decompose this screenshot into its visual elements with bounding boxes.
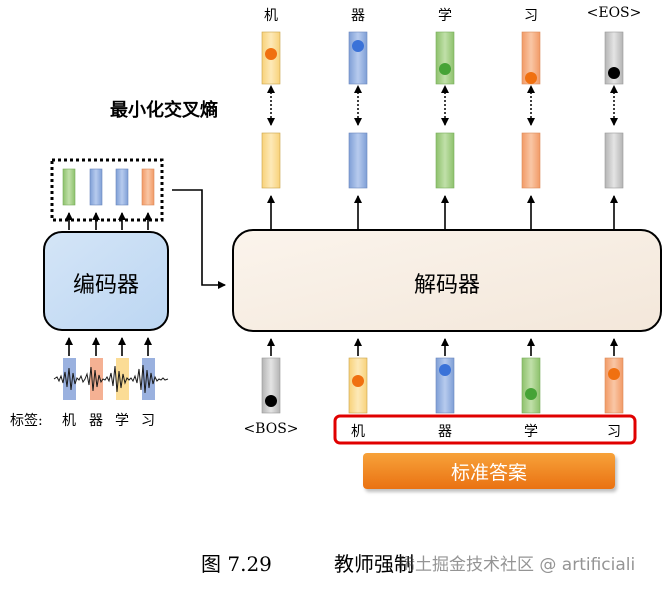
dec-out-1 xyxy=(261,132,281,189)
dec-out-3 xyxy=(435,132,455,189)
output-dot-5 xyxy=(608,67,620,79)
dec-in-bos-dot xyxy=(265,395,277,407)
output-bar-3 xyxy=(435,31,455,85)
decoder-input-label-2: 器 xyxy=(438,424,452,440)
encoder-output-vectors xyxy=(62,168,155,206)
output-distribution-bars xyxy=(261,31,624,85)
tag-3: 学 xyxy=(115,413,129,429)
decoder-box xyxy=(232,229,662,332)
tag-2: 器 xyxy=(89,413,103,429)
encoder-input-arrows xyxy=(65,337,152,356)
output-label-3: 学 xyxy=(438,8,452,24)
enc-out-4 xyxy=(141,168,155,206)
output-dot-2 xyxy=(352,40,364,52)
decoder-input-label-3: 学 xyxy=(524,424,538,440)
output-dot-4 xyxy=(525,72,537,84)
enc-out-2 xyxy=(89,168,103,206)
decoder-input-label-bos: <BOS> xyxy=(243,421,299,437)
encoder-box xyxy=(43,231,169,331)
output-dot-3 xyxy=(439,63,451,75)
dec-out-4 xyxy=(521,132,541,189)
ground-truth-highlight xyxy=(333,414,637,445)
dec-in-3 xyxy=(521,357,541,414)
enc-out-3 xyxy=(115,168,129,206)
output-label-4: 习 xyxy=(524,8,538,24)
tag-4: 习 xyxy=(141,413,155,429)
encoder-label: 编码器 xyxy=(72,273,139,298)
tag-1: 机 xyxy=(62,413,76,429)
dec-in-3-dot xyxy=(525,388,537,400)
encoder-up-arrows xyxy=(65,212,152,230)
decoder-input-arrows xyxy=(267,338,618,356)
speech-waveform xyxy=(53,358,170,400)
decoder-input-vectors xyxy=(261,357,624,414)
loss-label: 最小化交叉熵 xyxy=(110,100,218,121)
dec-in-4-dot xyxy=(608,368,620,380)
output-label-eos: <EOS> xyxy=(586,5,642,21)
output-label-1: 机 xyxy=(264,8,278,24)
dec-in-2-dot xyxy=(439,364,451,376)
ground-truth-badge: 标准答案 xyxy=(363,453,615,489)
decoder-input-label-1: 机 xyxy=(351,424,365,440)
encoder-decoder-connector xyxy=(172,189,226,289)
decoder-up-arrows xyxy=(267,195,618,230)
encoder-output-box xyxy=(50,158,164,222)
tags-label: 标签: xyxy=(10,413,43,429)
dec-in-4 xyxy=(604,357,624,414)
output-dot-1 xyxy=(265,48,277,60)
decoder-input-label-4: 习 xyxy=(607,424,621,440)
dec-out-2 xyxy=(348,132,368,189)
watermark: 稀土掘金技术社区 @ artificiali xyxy=(398,555,636,575)
figure-number: 图 7.29 xyxy=(201,552,272,576)
output-bar-2 xyxy=(348,31,368,85)
loss-dotted-arrows xyxy=(267,85,618,126)
output-label-2: 器 xyxy=(351,8,365,24)
enc-out-1 xyxy=(62,168,76,206)
dec-out-5 xyxy=(604,132,624,189)
figure-title: 教师强制 xyxy=(334,552,414,576)
dec-in-1-dot xyxy=(352,375,364,387)
decoder-label: 解码器 xyxy=(413,273,480,298)
decoder-output-vectors xyxy=(261,132,624,189)
